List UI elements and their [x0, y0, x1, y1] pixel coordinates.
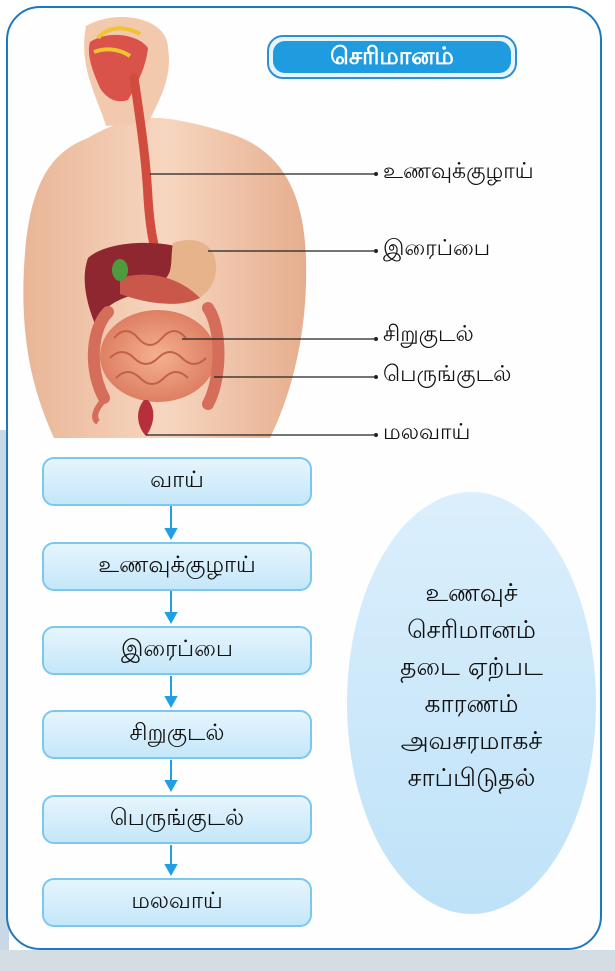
small-intestine	[100, 310, 216, 402]
label-anus: மலவாய்	[383, 420, 470, 448]
title-pill: செரிமானம்	[267, 35, 517, 79]
note-line: செரிமானம்	[347, 611, 596, 648]
page-title: செரிமானம்	[273, 41, 511, 73]
label-small-intestine: சிறுகுடல்	[383, 322, 474, 350]
digestion-card: செரிமானம் உணவுக்குழாய் இரைப்பை சிறுகுடல்…	[6, 6, 602, 950]
flow-step-stomach: இரைப்பை	[42, 626, 312, 675]
label-esophagus: உணவுக்குழாய்	[383, 159, 534, 187]
flow-step-large-intestine: பெருங்குடல்	[42, 795, 312, 844]
label-large-intestine: பெருங்குடல்	[383, 362, 511, 390]
note-line: தடை ஏற்பட	[347, 648, 596, 685]
note-text: உணவுச் செரிமானம் தடை ஏற்பட காரணம் அவசரமா…	[347, 574, 596, 796]
label-stomach: இரைப்பை	[383, 236, 490, 264]
flow-step-mouth: வாய்	[42, 457, 312, 506]
note-line: அவசரமாகச்	[347, 722, 596, 759]
flow-step-small-intestine: சிறுகுடல்	[42, 710, 312, 759]
flow-step-esophagus: உணவுக்குழாய்	[42, 542, 312, 591]
flow-step-anus: மலவாய்	[42, 878, 312, 927]
note-line: காரணம்	[347, 685, 596, 722]
note-line: சாப்பிடுதல்	[347, 759, 596, 796]
note-line: உணவுச்	[347, 574, 596, 611]
bottom-background-band	[0, 950, 615, 971]
gallbladder	[112, 259, 128, 281]
